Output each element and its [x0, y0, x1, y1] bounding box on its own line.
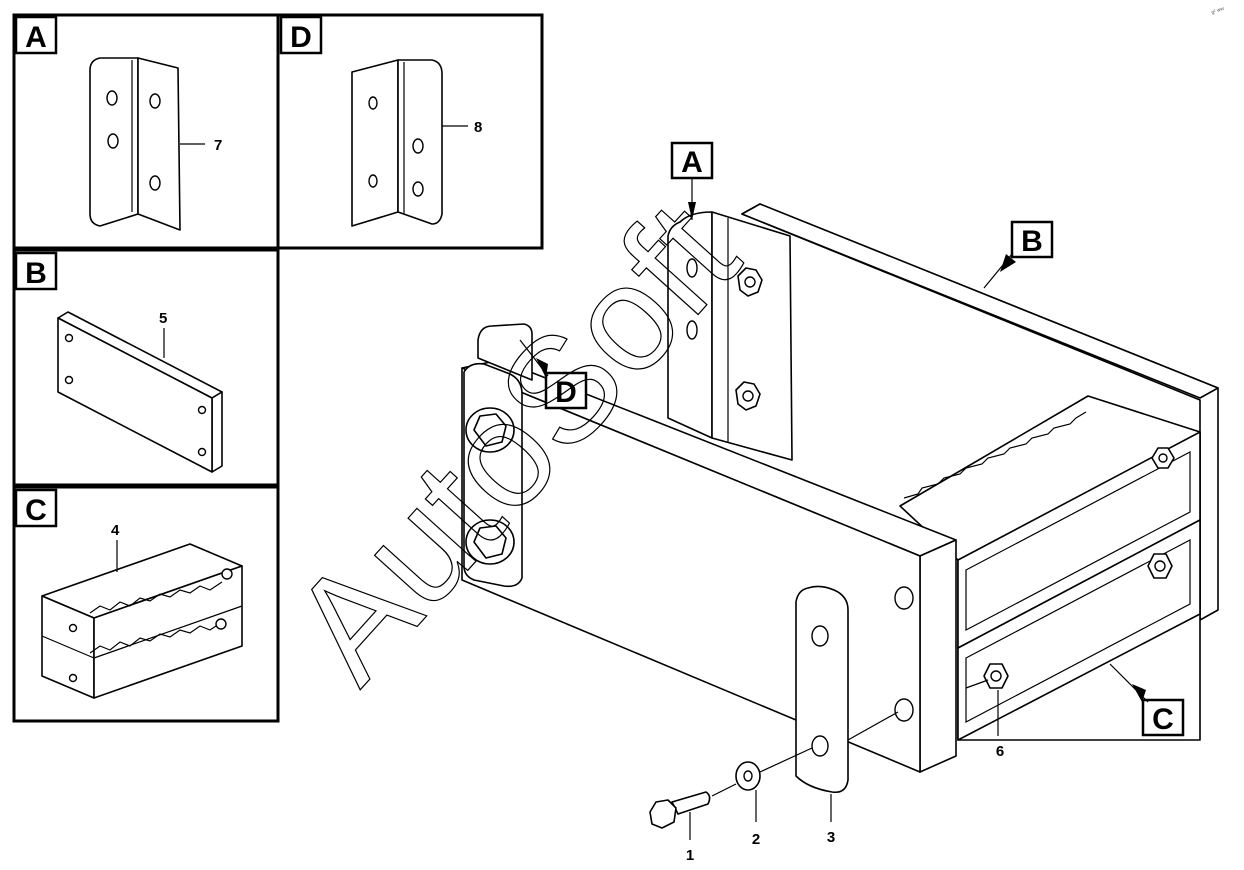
hex-nut-c2	[1147, 553, 1173, 579]
bolt-head-d1	[465, 407, 515, 453]
corner-mark: g² ww	[1211, 6, 1226, 16]
hex-nut-a2	[735, 381, 761, 411]
tube-spacer-c	[899, 395, 1201, 741]
detail-panel-a: A 7	[12, 13, 280, 250]
detail-tag-b: B	[25, 257, 47, 290]
main-tag-d-group: D	[519, 339, 588, 410]
angle-bracket-d	[463, 323, 533, 588]
main-tag-c: C	[1152, 703, 1174, 736]
main-tag-a-group: A	[670, 141, 714, 220]
detail-panel-b: B 5	[12, 248, 280, 487]
callout-2: 2	[752, 831, 760, 848]
callout-3: 3	[827, 829, 835, 846]
detail-tag-a: A	[25, 21, 47, 54]
main-tag-b-group: B	[983, 220, 1054, 289]
angle-bracket-8	[351, 59, 443, 227]
spacer-plate-5	[57, 311, 223, 473]
callout-5: 5	[159, 310, 167, 327]
hex-nut-c1	[1151, 447, 1175, 469]
bolt-head-d2	[465, 519, 515, 565]
callout-1: 1	[686, 847, 694, 864]
hex-nut-6	[983, 663, 1009, 689]
angle-bracket-a	[667, 211, 793, 461]
hex-nut-a1	[737, 267, 763, 297]
main-tag-a: A	[681, 146, 703, 179]
detail-tag-c: C	[25, 494, 47, 527]
bolt-1	[649, 791, 711, 829]
detail-tag-d: D	[290, 21, 312, 54]
main-tag-c-group: C	[1109, 663, 1185, 737]
main-assembly	[461, 203, 1219, 829]
washer-2	[735, 761, 761, 791]
detail-panel-c: C 4	[12, 485, 280, 723]
callout-7: 7	[214, 137, 222, 154]
tube-spacer-4	[41, 543, 243, 699]
callout-8: 8	[474, 119, 482, 136]
callout-6: 6	[996, 743, 1004, 760]
detail-panel-d: D 8	[276, 13, 544, 250]
main-tag-d: D	[555, 376, 577, 409]
strap-plate-3	[795, 585, 849, 794]
main-tag-b: B	[1021, 225, 1043, 258]
angle-bracket-7	[89, 57, 181, 231]
callout-4: 4	[111, 522, 120, 539]
